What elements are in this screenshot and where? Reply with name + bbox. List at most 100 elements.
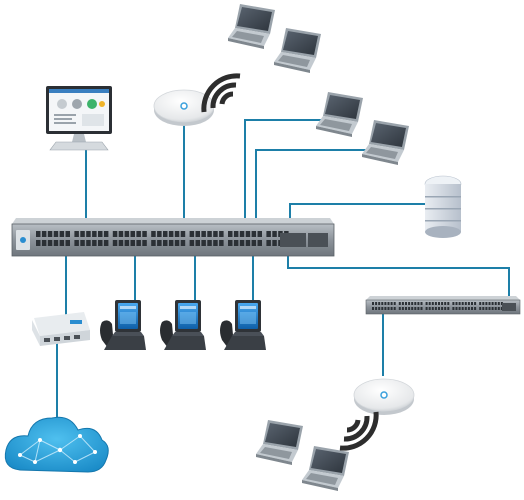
network-cables [56,119,510,420]
switch-port [118,240,124,246]
wired-laptop-2 [362,120,409,165]
switch-port [41,231,47,237]
switch-port [497,302,500,305]
switch-port [452,307,455,310]
wired-laptop-1 [316,92,363,137]
switch-port [213,231,218,237]
switch-port [266,231,271,237]
switch-port [245,231,251,237]
switch-port [378,307,381,310]
wireless-laptop-bottom-1 [256,420,303,465]
gateway-router [32,312,90,346]
switch-port [168,231,174,237]
switch-port [491,302,494,305]
switch-port [195,231,200,237]
switch-port [272,240,277,246]
switch-port [74,240,79,246]
switch-port [405,302,407,305]
switch-port [130,240,135,246]
access-point-bottom [353,378,415,416]
switch-port [74,231,79,237]
switch-port [461,307,464,310]
switch-port [384,302,387,305]
dashboard-node-icon [87,99,97,109]
switch-port [53,231,59,237]
switch-port [494,307,497,310]
switch-port [417,302,420,305]
switch-port [157,240,162,246]
switch-port [425,307,428,310]
switch-port [65,231,70,237]
switch-port [441,302,444,305]
switch-port [124,231,130,237]
switch-port [163,240,168,246]
switch-port [80,231,85,237]
switch-port [201,231,206,237]
switch-port [372,307,374,310]
switch-port [151,231,156,237]
switch-port [438,302,440,305]
switch-port [142,231,147,237]
switch-port [86,240,91,246]
switch-port [174,231,180,237]
switch-port [59,231,65,237]
switch-port [381,307,384,310]
switch-port [479,307,482,310]
switch-port [387,307,390,310]
switch-port [401,307,404,310]
switch-port [474,307,477,310]
switch-port [53,240,59,246]
switch-port [471,302,473,305]
switch-port [103,240,109,246]
switch-port [393,307,396,310]
switch-port [458,302,461,305]
switch-port [387,302,390,305]
internet-cloud [4,416,109,473]
main-switch [11,218,335,257]
switch-port [207,240,212,246]
switch-port [239,231,245,237]
switch-port [471,307,473,310]
ip-phone-2 [160,300,206,350]
switch-port [112,240,118,246]
switch-port [467,307,470,310]
switch-port [80,240,85,246]
switch-port [390,302,393,305]
switch-port [500,302,503,305]
switch-port [428,307,431,310]
switch-port [417,307,420,310]
switch-port [112,231,118,237]
switch-port [411,307,414,310]
switch-port [378,302,381,305]
secondary-switch [365,296,521,315]
switch-port [464,302,467,305]
switch-port [485,302,488,305]
switch-port [428,302,431,305]
switch-port [488,302,491,305]
switch-port [103,231,109,237]
switch-port [447,302,450,305]
switch-port [174,240,180,246]
switch-port [189,240,195,246]
switch-port [452,302,455,305]
switch-port [434,307,437,310]
switch-port [420,302,423,305]
switch-port [390,307,393,310]
switch-port [414,307,417,310]
switch-port [375,307,378,310]
switch-port [86,231,91,237]
cable-laptop-1 [244,119,338,238]
switch-port [405,307,407,310]
main-switch-ports [36,231,289,246]
switch-port [47,240,53,246]
switch-port [245,240,251,246]
secondary-switch-ports [372,302,503,310]
switch-port [168,240,174,246]
switch-port [497,307,500,310]
switch-port [257,231,262,237]
switch-port [411,302,414,305]
switch-port [219,240,224,246]
switch-port [136,240,141,246]
switch-port [494,302,497,305]
